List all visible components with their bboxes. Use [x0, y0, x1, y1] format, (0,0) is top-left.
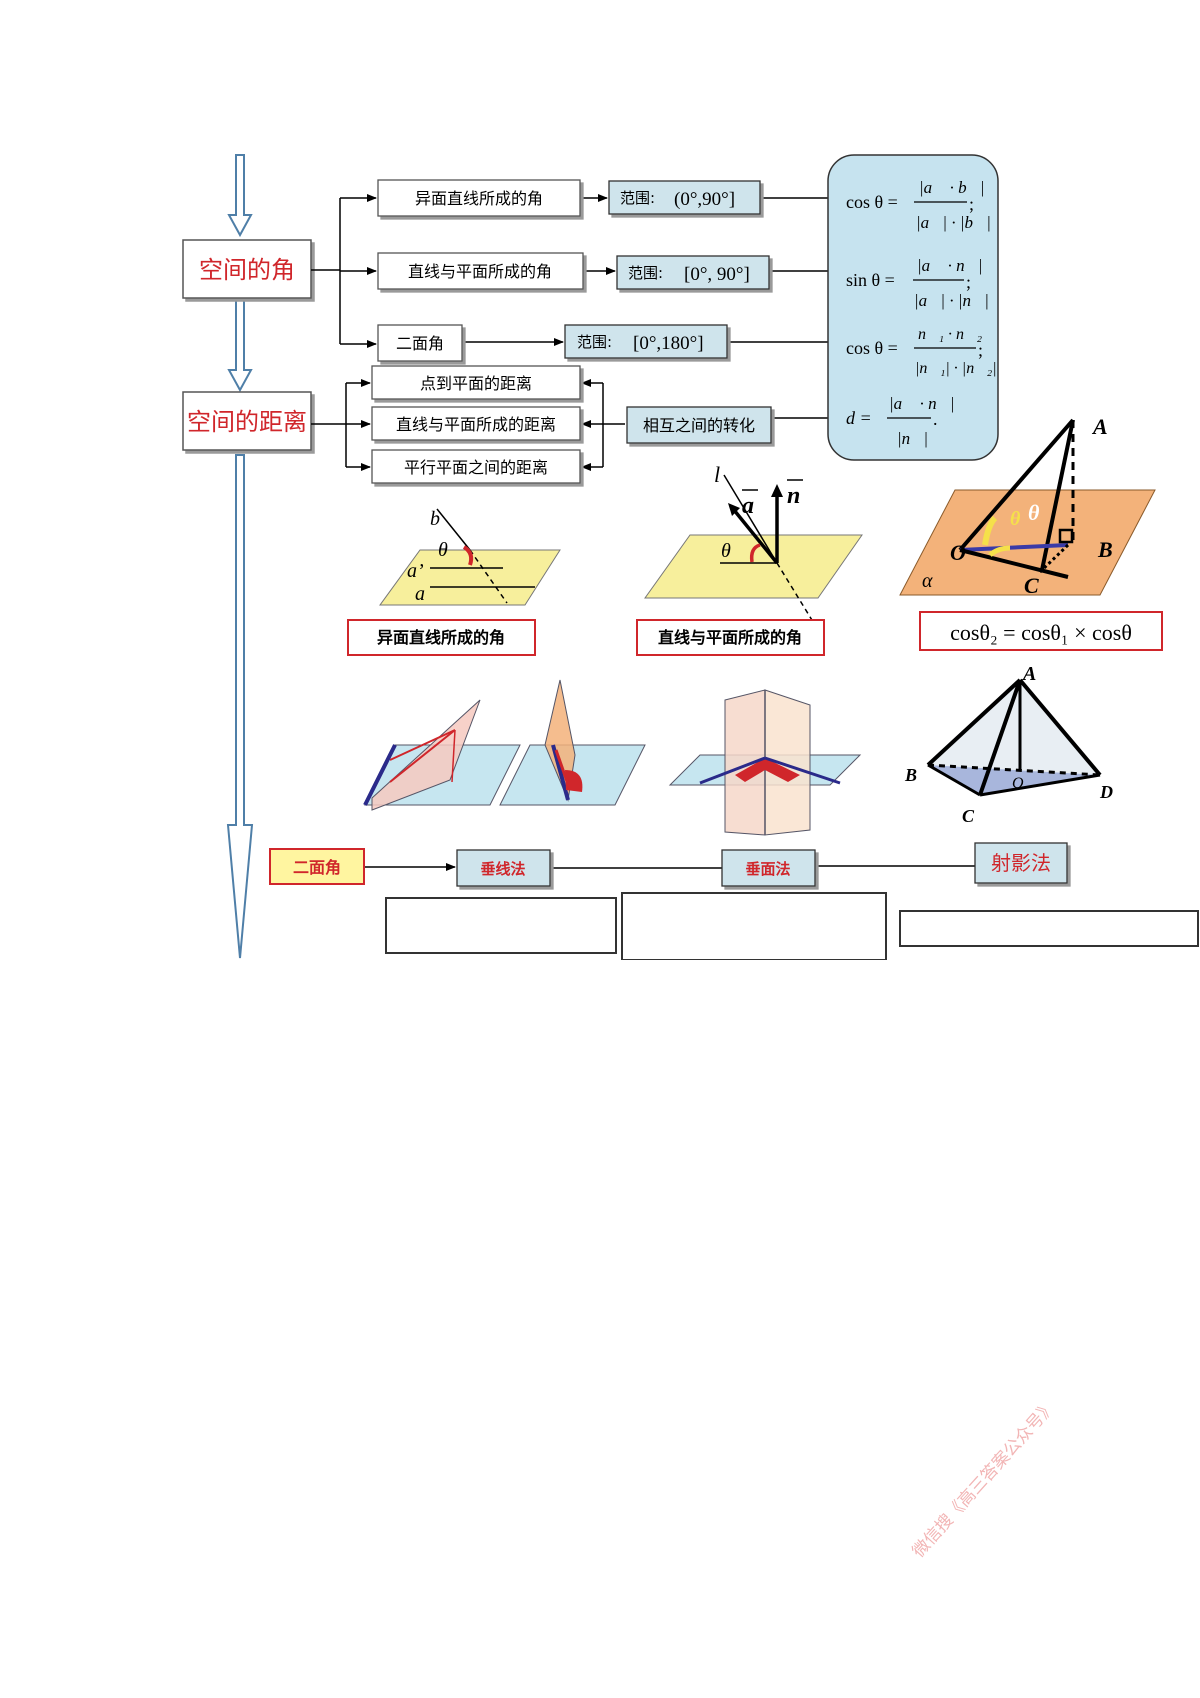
formula-sin-line-plane: sin θ = |a⃗ · n⃗| |a⃗| · |n⃗| ;	[846, 256, 989, 310]
svg-text:|n⃗|: |n⃗|	[897, 429, 928, 448]
left-arrows	[226, 154, 254, 959]
svg-text:|a⃗ · n⃗|: |a⃗ · n⃗|	[889, 394, 955, 413]
dihedral-methods-row: 二面角 垂线法 垂面法 射影法	[269, 842, 1199, 960]
figure-three-cosines: θ θ A B C O α	[899, 414, 1156, 598]
angle-skew-box: 异面直线所成的角	[377, 179, 581, 217]
dihedral-illustration-1	[363, 699, 521, 811]
formula-distance: d = |a⃗ · n⃗| |n⃗| .	[846, 394, 955, 448]
formula-cos-dihedral-lhs: cos θ =	[846, 338, 898, 358]
angle-line-plane-box: 直线与平面所成的角	[377, 252, 584, 290]
range-line-plane-label: 范围:	[628, 264, 663, 282]
svg-text:|a⃗| · |n⃗|: |a⃗| · |n⃗|	[914, 291, 989, 310]
space-angle-box: 空间的角	[182, 239, 312, 299]
fig2-label-vec-a: a	[742, 493, 754, 519]
space-distance-title: 空间的距离	[187, 408, 307, 436]
range-skew-label: 范围:	[620, 189, 655, 207]
conversion-label: 相互之间的转化	[643, 416, 755, 435]
fig1-label-a: a	[415, 583, 425, 605]
fig1-caption: 异面直线所成的角	[377, 628, 505, 647]
range-dihedral-label: 范围:	[577, 333, 612, 351]
method-box-1	[385, 897, 617, 954]
pyramid-label-D: D	[1099, 782, 1113, 802]
fig3-label-theta-large: θ	[1028, 500, 1040, 525]
fig1-caption-box: 异面直线所成的角	[347, 619, 536, 656]
range-line-plane-value: [0°, 90°]	[684, 264, 750, 285]
formula-cos-skew: cos θ = |a⃗ · b⃗| |a⃗| · |b⃗| ;	[846, 178, 991, 232]
knowledge-map: 空间的角 空间的距离 异面直线所成的角 直线与平面所成的角 二面角 范围: (0…	[182, 154, 1199, 960]
dist-line-plane-box: 直线与平面所成的距离	[371, 406, 581, 441]
dihedral-illustration-2	[499, 679, 646, 806]
space-angle-title: 空间的角	[199, 256, 295, 284]
dist-line-plane-label: 直线与平面所成的距离	[396, 415, 556, 434]
formula-panel: cos θ = |a⃗ · b⃗| |a⃗| · |b⃗| ; sin θ = …	[827, 154, 999, 461]
space-distance-box: 空间的距离	[182, 391, 312, 451]
method-box-2	[621, 892, 887, 960]
dist-parallel-planes-box: 平行平面之间的距离	[371, 449, 581, 484]
fig2-label-l: l	[714, 462, 720, 487]
pyramid-label-O: O	[1012, 775, 1024, 792]
figure-skew-lines: b θ a’ a	[379, 508, 561, 606]
method-perpendicular-line: 垂线法	[480, 860, 525, 878]
fig3-label-theta-small: θ	[1010, 508, 1021, 530]
fig2-caption: 直线与平面所成的角	[658, 628, 802, 647]
pyramid-label-C: C	[962, 806, 975, 826]
range-skew-box: 范围: (0°,90°]	[608, 180, 761, 215]
dist-point-plane-label: 点到平面的距离	[420, 374, 532, 393]
three-cosines-formula: cosθ₂ = cosθ₁ × cosθ	[950, 620, 1132, 645]
svg-text:.: .	[933, 409, 938, 429]
method-projection: 射影法	[991, 851, 1051, 875]
svg-text:|n⃗₁| · |n⃗₂|: |n⃗₁| · |n⃗₂|	[915, 360, 997, 377]
fig2-caption-box: 直线与平面所成的角	[636, 619, 825, 656]
method-box-3	[899, 910, 1199, 947]
fig3-label-B: B	[1097, 537, 1113, 562]
fig3-label-O: O	[950, 540, 966, 565]
angle-dihedral-box: 二面角	[377, 324, 463, 362]
range-line-plane-box: 范围: [0°, 90°]	[616, 255, 770, 290]
svg-text:|a⃗ · n⃗|: |a⃗ · n⃗|	[917, 256, 983, 275]
fig1-label-a-prime: a’	[407, 560, 424, 582]
dist-parallel-planes-label: 平行平面之间的距离	[404, 458, 548, 477]
pyramid-label-A: A	[1021, 663, 1036, 685]
fig1-label-theta: θ	[438, 539, 448, 561]
fig3-label-alpha: α	[922, 570, 933, 592]
svg-text:|a⃗| · |b⃗|: |a⃗| · |b⃗|	[916, 213, 991, 232]
svg-text:;: ;	[978, 340, 983, 360]
fig3-label-C: C	[1024, 573, 1039, 598]
formula-cos-skew-lhs: cos θ =	[846, 192, 898, 212]
three-cosines-formula-box: cosθ₂ = cosθ₁ × cosθ	[919, 611, 1163, 651]
svg-text:|a⃗ · b⃗|: |a⃗ · b⃗|	[919, 178, 985, 197]
fig2-label-theta: θ	[721, 540, 731, 562]
fig2-label-vec-n: n	[787, 483, 800, 509]
range-skew-value: (0°,90°]	[674, 189, 735, 210]
pyramid-label-B: B	[904, 765, 917, 785]
dihedral-illustration-3	[668, 689, 862, 836]
svg-text:n⃗₁ · n⃗₂: n⃗₁ · n⃗₂	[918, 326, 982, 343]
svg-text:;: ;	[966, 272, 971, 292]
angle-skew-label: 异面直线所成的角	[415, 189, 543, 208]
svg-text:;: ;	[969, 194, 974, 214]
watermark-text: 微信搜《高三答案公众号》	[908, 1396, 1061, 1562]
method-start-label: 二面角	[293, 858, 341, 877]
figure-line-plane: l a n θ	[644, 462, 863, 626]
formula-distance-lhs: d =	[846, 408, 872, 428]
formula-sin-lhs: sin θ =	[846, 270, 895, 290]
angle-dihedral-label: 二面角	[396, 334, 444, 353]
fig3-label-A: A	[1091, 414, 1108, 439]
angle-line-plane-label: 直线与平面所成的角	[408, 262, 552, 281]
range-dihedral-value: [0°,180°]	[633, 333, 704, 354]
dist-point-plane-box: 点到平面的距离	[371, 365, 581, 400]
formula-cos-dihedral: cos θ = n⃗₁ · n⃗₂ |n⃗₁| · |n⃗₂| ;	[846, 326, 997, 377]
method-perpendicular-plane: 垂面法	[745, 860, 790, 878]
fig1-label-b: b	[430, 508, 440, 530]
dihedral-pyramid: A B C D O	[904, 663, 1113, 826]
distance-branch-lines	[311, 379, 843, 471]
range-dihedral-box: 范围: [0°,180°]	[564, 324, 728, 359]
conversion-box: 相互之间的转化	[626, 406, 772, 444]
